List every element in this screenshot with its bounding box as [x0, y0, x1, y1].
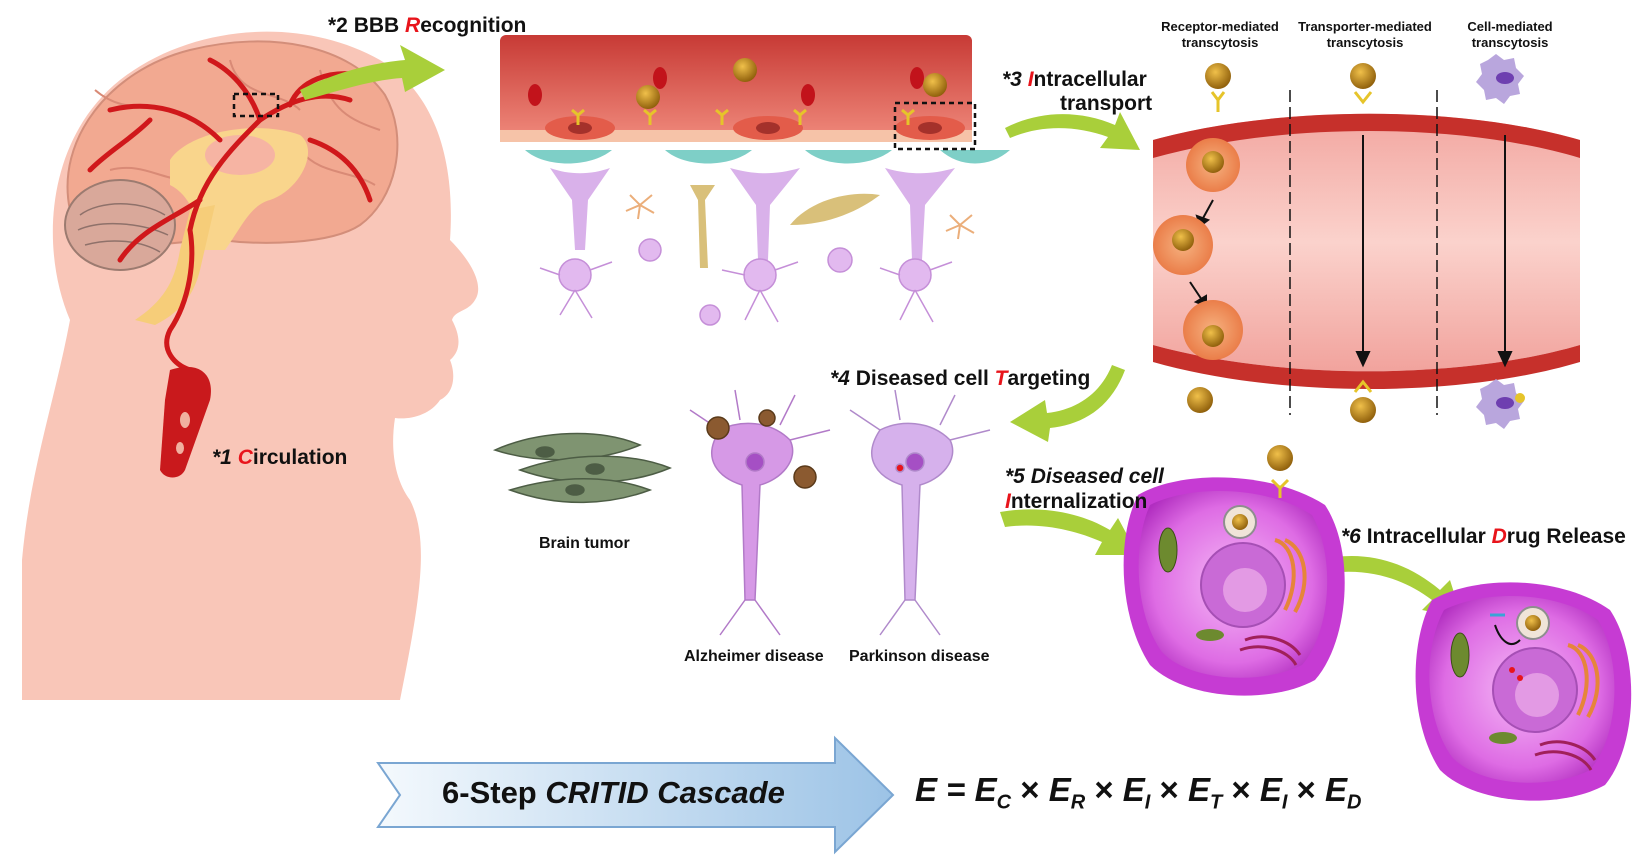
brain-tumor-label: Brain tumor: [539, 535, 630, 552]
flow-arrows: [300, 45, 1462, 618]
step-4-initial: T: [994, 367, 1008, 390]
step-1-rest: irculation: [252, 446, 348, 469]
efficiency-equation: E = EC × ER × EI × ET × EI × ED: [915, 771, 1361, 815]
cell-line1: Cell-mediated: [1467, 19, 1553, 34]
step-5-prefix: Diseased cell: [1030, 465, 1164, 488]
neurons-top: [539, 238, 953, 326]
cascade-title: 6-Step CRITID Cascade: [442, 775, 785, 811]
transcytosis-nanoparticles: [1187, 63, 1376, 423]
receptor-transcytosis-label: Receptor-mediated transcytosis: [1150, 19, 1290, 51]
step-4-prefix: Diseased cell: [855, 367, 995, 390]
endothelium-zoom-box: [893, 101, 977, 151]
cerebellum: [64, 179, 176, 271]
endothelial-cells: [545, 116, 965, 140]
arteries: [87, 57, 373, 373]
cascade-prefix: 6-Step: [442, 775, 546, 810]
cascade-name: CRITID Cascade: [545, 775, 785, 810]
equation-times: ×: [1222, 771, 1260, 808]
step-3-line2: transport: [1060, 92, 1153, 115]
parkinson-label: Parkinson disease: [849, 648, 990, 665]
equation-term-3: ET: [1187, 771, 1223, 814]
step-6-label: *6 Intracellular Drug Release: [1341, 525, 1626, 549]
alzheimer-neuron: [689, 389, 831, 636]
step-3-initial: I: [1027, 68, 1034, 91]
alzheimer-label: Alzheimer disease: [684, 648, 824, 665]
step-5-rest: nternalization: [1010, 490, 1148, 513]
step-5-label: *5 Diseased cell Internalization: [1005, 464, 1164, 514]
cell-transcytosis-label: Cell-mediated transcytosis: [1445, 19, 1575, 51]
step-4-number: *4: [830, 367, 850, 390]
equation-lhs: E: [915, 771, 938, 808]
step-2-prefix: BBB: [353, 14, 406, 37]
receptor-line1: Receptor-mediated: [1161, 19, 1279, 34]
step-2-rest: ecognition: [420, 14, 527, 37]
equation-term-1: ER: [1048, 771, 1086, 814]
microglia-2: [945, 214, 975, 240]
equation-term-0: EC: [974, 771, 1012, 814]
transcytosis-dividers: [1289, 90, 1438, 415]
equation-equals: =: [937, 771, 975, 808]
target-cell: [1123, 445, 1345, 696]
equation-times: ×: [1287, 771, 1325, 808]
equation-term-2: EI: [1122, 771, 1151, 814]
equation-times: ×: [1085, 771, 1123, 808]
tan-cell: [790, 193, 880, 225]
receptor-line2: transcytosis: [1181, 35, 1259, 50]
step-6-prefix: Intracellular: [1366, 525, 1492, 548]
equation-term-5: ED: [1325, 771, 1362, 814]
release-cell: [1415, 582, 1632, 801]
step-3-rest: ntracellular: [1033, 68, 1147, 91]
step-6-number: *6: [1341, 525, 1361, 548]
step-4-label: *4 Diseased cell Targeting: [830, 367, 1090, 391]
step-1-initial: C: [237, 446, 253, 469]
red-blood-cells: [528, 67, 924, 106]
endocytic-vesicles: [1153, 138, 1243, 360]
step-1-number: *1: [212, 446, 232, 469]
step-3-number: *3: [1002, 68, 1022, 91]
oligodendrocyte: [690, 185, 715, 268]
step-2-label: *2 BBB Recognition: [328, 14, 526, 38]
microglia-1: [625, 194, 655, 220]
cell-line2: transcytosis: [1471, 35, 1549, 50]
equation-times: ×: [1150, 771, 1188, 808]
step-2-number: *2: [328, 14, 348, 37]
transporter-line2: transcytosis: [1326, 35, 1404, 50]
step-1-label: *1 Circulation: [212, 446, 347, 470]
receptors: [571, 108, 915, 125]
step-5-number: *5: [1005, 465, 1025, 488]
astrocytes: [550, 168, 955, 260]
brainstem: [135, 205, 215, 325]
equation-terms: EC × ER × EI × ET × EI × ED: [974, 771, 1362, 814]
step-4-rest: argeting: [1007, 367, 1091, 390]
equation-term-4: EI: [1259, 771, 1288, 814]
transcytosis-vessel: [1153, 113, 1580, 389]
bbb-nanoparticles: [636, 58, 947, 109]
step-6-initial: D: [1491, 525, 1507, 548]
step-5-initial: I: [1005, 490, 1011, 513]
cascade-arrow: [376, 735, 895, 855]
bbb-vessel: [500, 35, 972, 140]
step-3-label: *3 Intracellular transport: [1002, 68, 1152, 116]
bbb-zoom-box: [232, 92, 280, 118]
pericytes: [525, 150, 1010, 164]
immune-cells: [1476, 54, 1525, 429]
tumor-cells: [492, 432, 672, 504]
step-2-initial: R: [405, 14, 421, 37]
equation-times: ×: [1011, 771, 1049, 808]
transporter-line1: Transporter-mediated: [1298, 19, 1432, 34]
parkinson-neuron: [849, 389, 991, 636]
transporter-transcytosis-label: Transporter-mediated transcytosis: [1290, 19, 1440, 51]
step-6-rest: rug Release: [1506, 525, 1626, 548]
